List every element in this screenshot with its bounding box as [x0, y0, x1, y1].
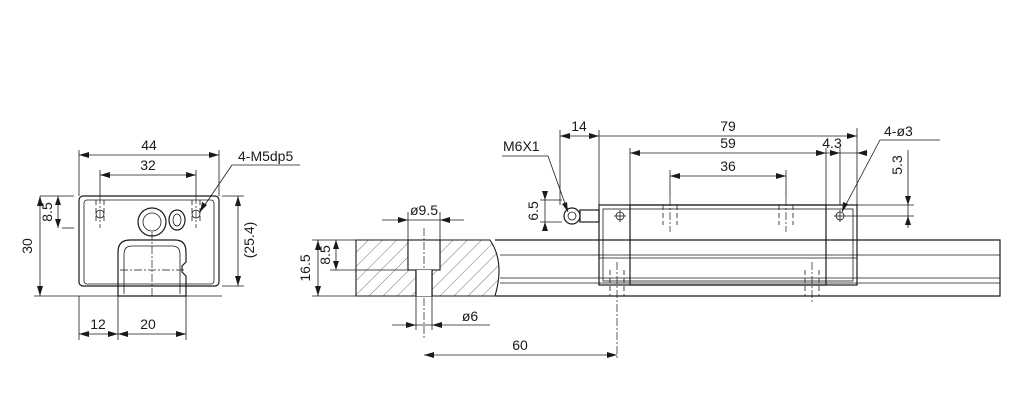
- dim-20: 20: [140, 316, 156, 332]
- dim-60: 60: [512, 337, 528, 353]
- dim-8-5-rail: 8.5: [317, 245, 333, 265]
- note-grease-nipple: M6X1: [503, 138, 540, 154]
- dim-6-5: 6.5: [525, 201, 541, 221]
- side-view-rail: [495, 239, 1001, 297]
- dim-8-5-end: 8.5: [39, 202, 55, 222]
- dim-32: 32: [140, 157, 156, 173]
- block-tapped-hole-2: [778, 198, 794, 232]
- dim-14: 14: [571, 118, 587, 134]
- dim-dia-9-5: ø9.5: [410, 202, 438, 218]
- dim-4-3: 4.3: [822, 135, 842, 151]
- tapped-hole-right: [191, 196, 201, 228]
- end-view-ball: [137, 207, 167, 237]
- rail-section: ø9.5 16.5 8.5 ø6 60: [297, 202, 617, 358]
- side-view-block: [598, 204, 858, 286]
- rail-bolt-hole-2: [804, 262, 820, 302]
- tapped-hole-left: [95, 196, 105, 228]
- dim-44: 44: [141, 137, 157, 153]
- dim-12: 12: [90, 316, 106, 332]
- end-view-block: [78, 195, 220, 287]
- end-view-rail: [117, 239, 187, 297]
- dim-59: 59: [720, 135, 736, 151]
- grease-nipple: [563, 207, 600, 225]
- block-tapped-hole-1: [662, 198, 678, 232]
- dim-dia-6: ø6: [462, 308, 479, 324]
- dim-30: 30: [19, 238, 35, 254]
- dim-5-3: 5.3: [889, 155, 905, 175]
- note-tapped-holes: 4-M5dp5: [238, 148, 293, 164]
- dim-79: 79: [720, 118, 736, 134]
- end-view: 44 32 4-M5dp5 8.5 30 (25.4): [19, 137, 300, 340]
- dim-25-4: (25.4): [241, 222, 257, 259]
- dim-36: 36: [720, 158, 736, 174]
- dim-16-5: 16.5: [297, 254, 313, 281]
- side-view: M6X1 6.5 14 79 59 36: [495, 118, 1001, 360]
- rail-bolt-hole-1: [609, 262, 625, 360]
- note-reference-holes: 4-ø3: [884, 123, 913, 139]
